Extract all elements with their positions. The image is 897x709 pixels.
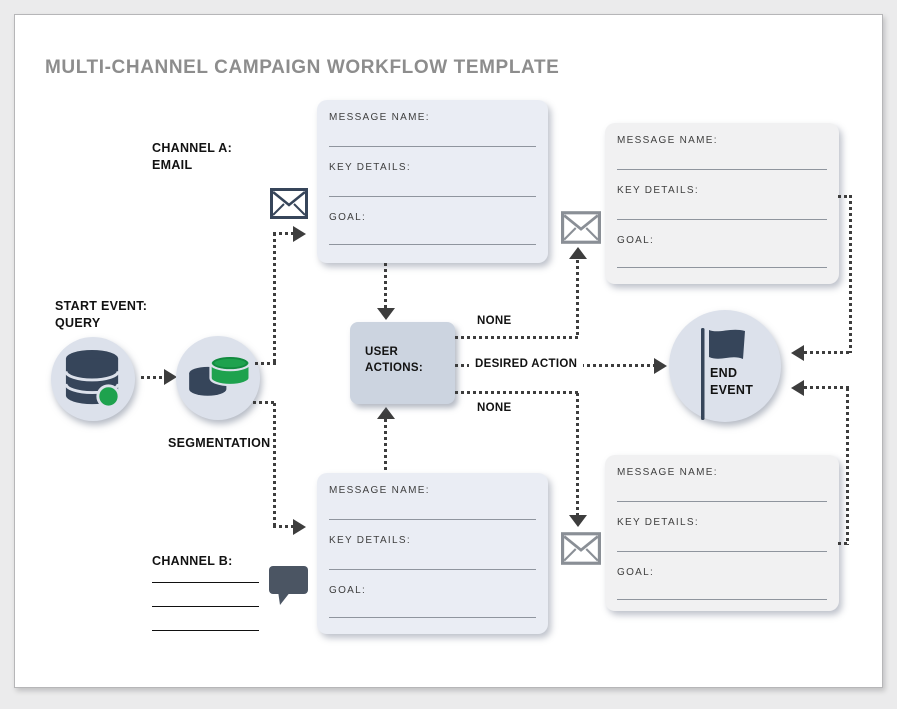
message-name-label: MESSAGE NAME: — [329, 485, 430, 496]
message-name-blank-line[interactable] — [329, 145, 536, 147]
connector-start-to-segmentation-arrowhead — [164, 369, 177, 385]
end-event-label-line2: EVENT — [710, 383, 754, 397]
message-name-label: MESSAGE NAME: — [617, 135, 718, 146]
message-name-label: MESSAGE NAME: — [329, 112, 430, 123]
connector-followup-top-to-end-arrowhead — [791, 345, 804, 361]
branch-none-bottom-label: NONE — [477, 402, 512, 414]
end-event-label-line1: END — [710, 366, 738, 380]
goal-label: GOAL: — [617, 567, 655, 578]
key-details-label: KEY DETAILS: — [617, 185, 699, 196]
message-name-blank-line[interactable] — [617, 168, 827, 170]
message-box-channel-a-followup: MESSAGE NAME: KEY DETAILS: GOAL: — [605, 123, 839, 284]
connector-followup-bottom-to-end-horizontal — [804, 386, 849, 389]
message-box-channel-b-followup: MESSAGE NAME: KEY DETAILS: GOAL: — [605, 455, 839, 611]
connector-segmentation-to-channel-b-stub — [253, 401, 277, 404]
connector-segmentation-to-channel-b-horizontal — [273, 525, 295, 528]
connector-followup-top-to-end-vertical — [849, 195, 852, 353]
segmentation-node — [176, 336, 260, 420]
branch-none-bottom-arrowhead — [569, 515, 587, 527]
user-actions-label: USER ACTIONS: — [365, 346, 423, 374]
channel-b-blank-line[interactable] — [152, 581, 259, 583]
channel-a-label-line2: EMAIL — [152, 158, 193, 172]
message-name-blank-line[interactable] — [617, 500, 827, 502]
goal-blank-line[interactable] — [329, 616, 536, 618]
start-event-label: START EVENT: QUERY — [55, 298, 147, 332]
message-box-channel-b: MESSAGE NAME: KEY DETAILS: GOAL: — [317, 473, 548, 634]
goal-label: GOAL: — [617, 235, 655, 246]
channel-b-label: CHANNEL B: — [152, 554, 233, 568]
connector-channel-b-to-user-actions-arrowhead — [377, 407, 395, 419]
branch-none-top-vertical — [576, 260, 579, 338]
database-icon — [64, 350, 121, 409]
page-title: MULTI-CHANNEL CAMPAIGN WORKFLOW TEMPLATE — [45, 57, 560, 78]
message-box-channel-a: MESSAGE NAME: KEY DETAILS: GOAL: — [317, 100, 548, 263]
branch-none-bottom-vertical — [576, 393, 579, 515]
branch-none-top-arrowhead — [569, 247, 587, 259]
start-event-node — [51, 337, 135, 421]
channel-a-label: CHANNEL A: EMAIL — [152, 140, 232, 174]
goal-blank-line[interactable] — [329, 243, 536, 245]
connector-followup-bottom-to-end-vertical — [846, 388, 849, 545]
connector-segmentation-to-channel-a-stub — [255, 362, 277, 365]
start-event-label-line1: START EVENT: — [55, 299, 148, 313]
key-details-blank-line[interactable] — [617, 218, 827, 220]
channel-b-blank-line[interactable] — [152, 605, 259, 607]
goal-label: GOAL: — [329, 585, 367, 596]
speech-bubble-icon — [269, 566, 308, 605]
goal-label: GOAL: — [329, 212, 367, 223]
end-event-node: END EVENT — [669, 310, 781, 422]
channel-b-blank-line[interactable] — [152, 629, 259, 631]
email-envelope-icon — [270, 188, 308, 219]
connector-followup-top-to-end-stub — [838, 195, 852, 198]
document-page: MULTI-CHANNEL CAMPAIGN WORKFLOW TEMPLATE… — [14, 14, 883, 688]
branch-none-top-label: NONE — [477, 315, 512, 327]
segmentation-label: SEGMENTATION — [168, 436, 271, 450]
connector-segmentation-to-channel-a-vertical — [273, 233, 276, 365]
branch-desired-action-arrowhead — [654, 358, 667, 374]
key-details-label: KEY DETAILS: — [329, 535, 411, 546]
branch-none-bottom-horizontal — [455, 391, 579, 394]
email-envelope-icon — [561, 211, 601, 244]
connector-channel-a-to-user-actions-arrowhead — [377, 308, 395, 320]
channel-a-label-line1: CHANNEL A: — [152, 141, 233, 155]
connector-followup-top-to-end-horizontal — [804, 351, 852, 354]
email-envelope-icon — [561, 532, 601, 565]
connector-followup-bottom-to-end-arrowhead — [791, 380, 804, 396]
key-details-label: KEY DETAILS: — [617, 517, 699, 528]
message-name-label: MESSAGE NAME: — [617, 467, 718, 478]
database-segments-icon — [189, 354, 251, 396]
end-event-label: END EVENT — [710, 365, 753, 399]
key-details-blank-line[interactable] — [329, 195, 536, 197]
connector-start-to-segmentation-line — [141, 376, 165, 379]
goal-blank-line[interactable] — [617, 598, 827, 600]
key-details-blank-line[interactable] — [617, 550, 827, 552]
user-actions-node: USER ACTIONS: — [350, 322, 455, 404]
connector-segmentation-to-channel-a-horizontal — [273, 232, 295, 235]
connector-segmentation-to-channel-b-arrowhead — [293, 519, 306, 535]
message-name-blank-line[interactable] — [329, 518, 536, 520]
connector-segmentation-to-channel-a-arrowhead — [293, 226, 306, 242]
connector-channel-b-to-user-actions-line — [384, 419, 387, 473]
branch-desired-action-label: DESIRED ACTION — [469, 358, 584, 370]
key-details-blank-line[interactable] — [329, 568, 536, 570]
connector-channel-a-to-user-actions-line — [384, 263, 387, 308]
flag-icon — [701, 328, 745, 420]
key-details-label: KEY DETAILS: — [329, 162, 411, 173]
connector-followup-bottom-to-end-stub — [838, 542, 849, 545]
branch-none-top-horizontal — [455, 336, 579, 339]
connector-segmentation-to-channel-b-vertical — [273, 403, 276, 527]
start-event-label-line2: QUERY — [55, 316, 101, 330]
goal-blank-line[interactable] — [617, 266, 827, 268]
